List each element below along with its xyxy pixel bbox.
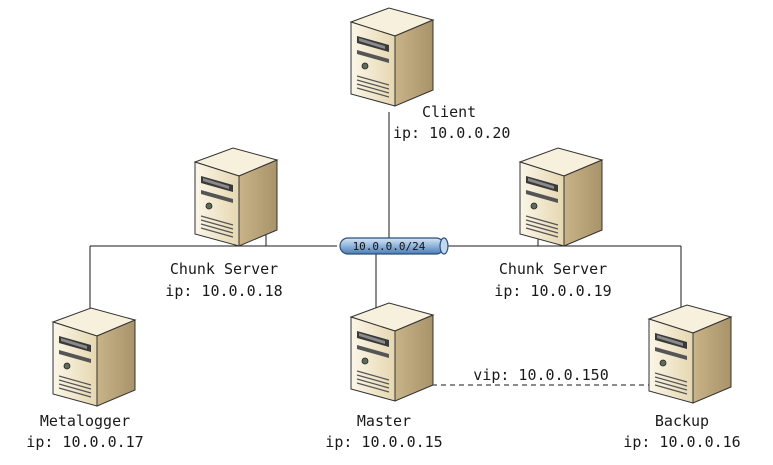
chunk-left-name: Chunk Server <box>169 260 279 278</box>
chunk-server-right-icon <box>519 147 603 247</box>
subnet-label: 10.0.0.0/24 <box>353 240 426 253</box>
metalogger-ip: ip: 10.0.0.17 <box>26 433 144 451</box>
client-ip: ip: 10.0.0.20 <box>393 124 511 142</box>
backup-name: Backup <box>654 412 710 430</box>
chunk-server-left-icon <box>194 147 278 247</box>
chunk-left-ip: ip: 10.0.0.18 <box>165 282 283 300</box>
metalogger-name: Metalogger <box>39 412 131 430</box>
backup-ip: ip: 10.0.0.16 <box>623 433 741 451</box>
master-name: Master <box>356 412 412 430</box>
network-bus: 10.0.0.0/24 <box>339 237 449 255</box>
master-server-icon <box>350 302 434 402</box>
backup-server-icon <box>648 304 732 404</box>
chunk-right-name: Chunk Server <box>498 260 608 278</box>
vip-label: vip: 10.0.0.150 <box>473 366 609 384</box>
chunk-right-ip: ip: 10.0.0.19 <box>494 282 612 300</box>
master-ip: ip: 10.0.0.15 <box>325 433 443 451</box>
client-server-icon <box>350 7 434 107</box>
client-name: Client <box>422 103 477 121</box>
metalogger-server-icon <box>52 307 136 407</box>
